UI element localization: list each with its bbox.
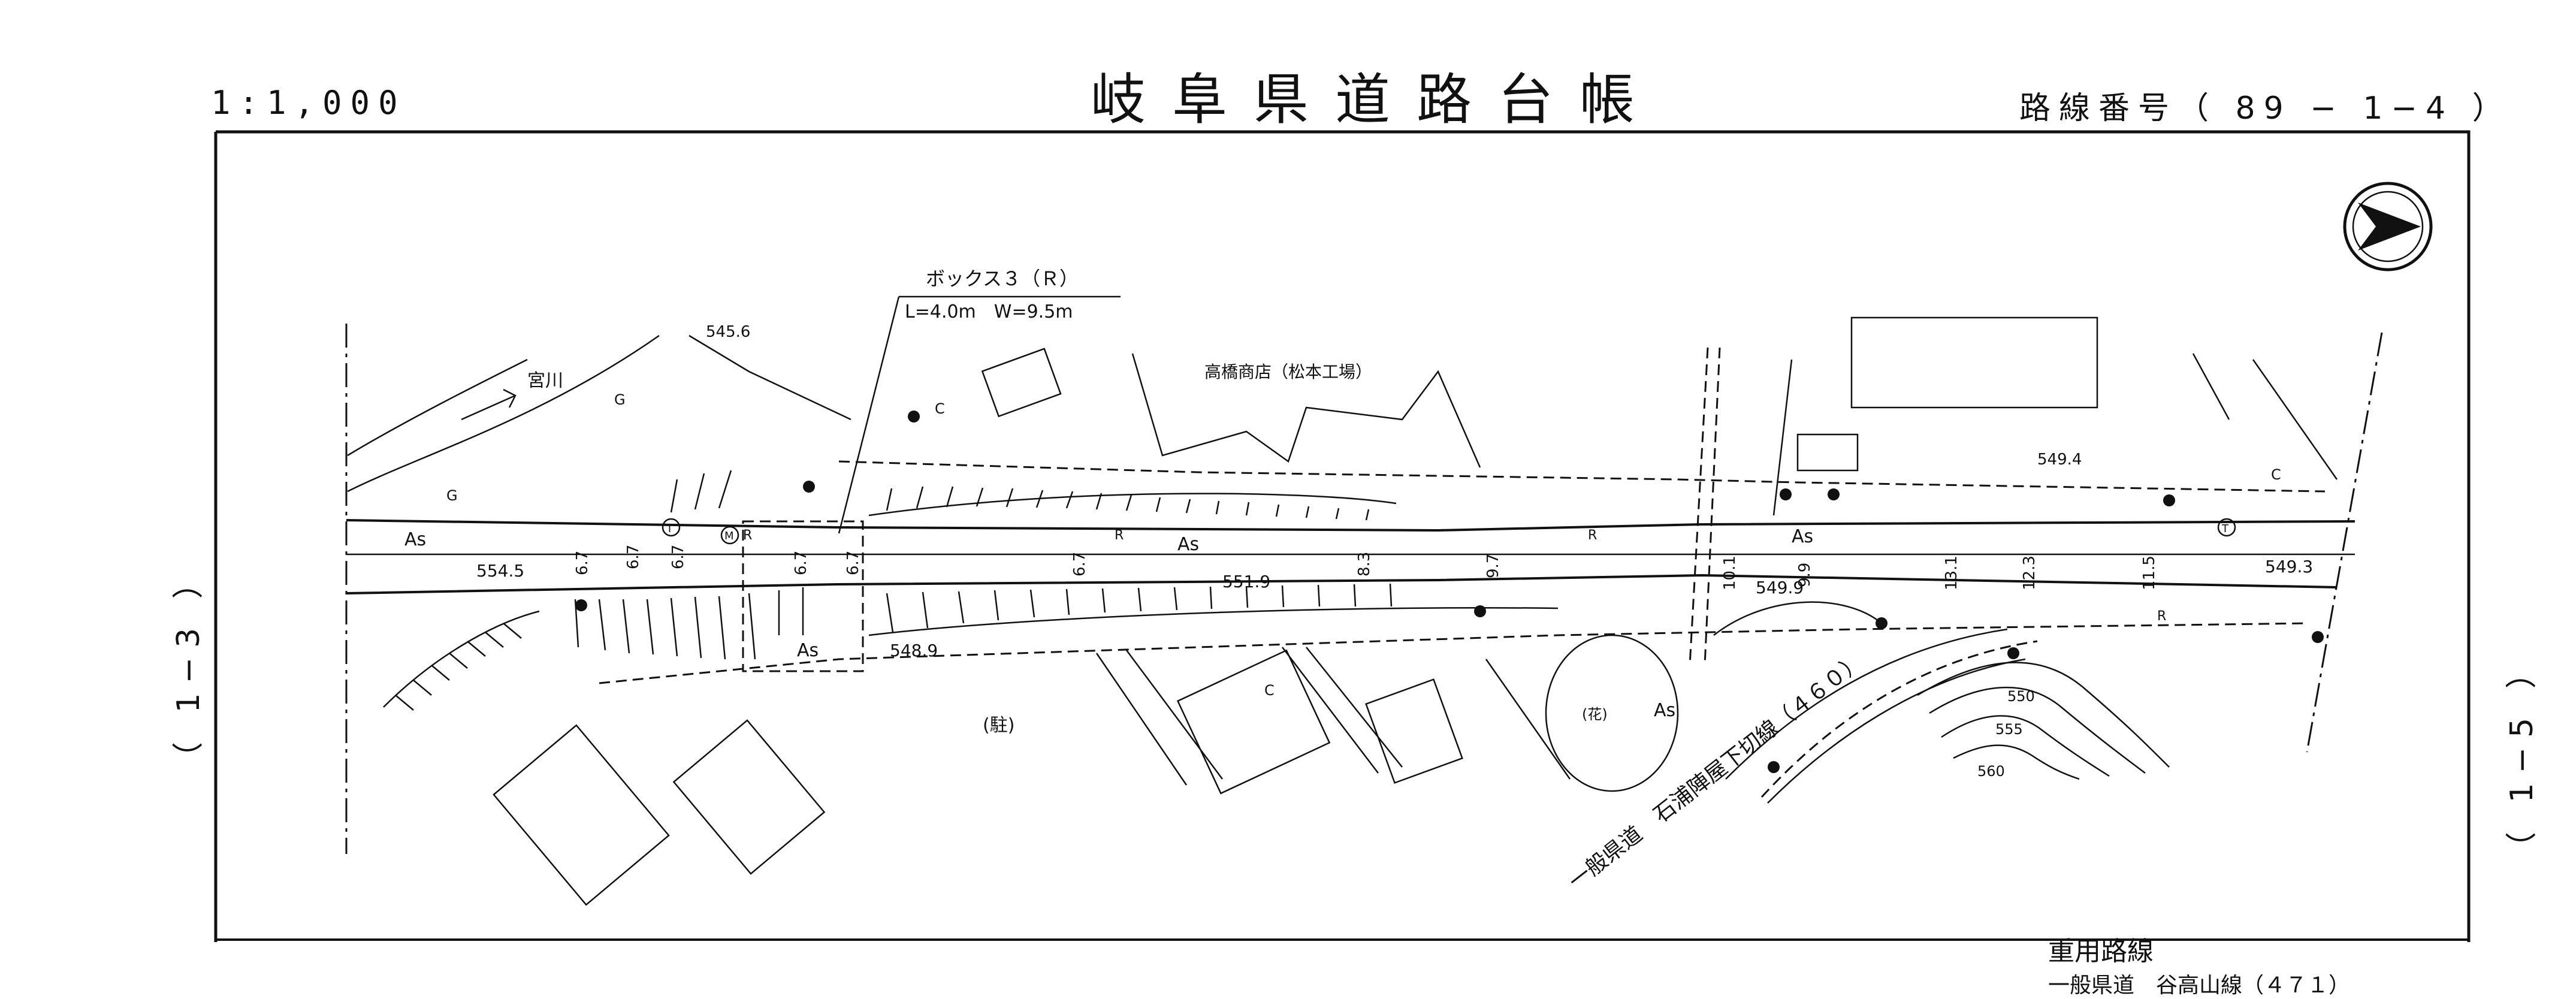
branch-route-label: 一般県道 石浦陣屋下切線（４６０） bbox=[1564, 649, 1868, 894]
utility-poles bbox=[575, 411, 2324, 773]
branch-road-edge-1 bbox=[1725, 628, 2008, 780]
map-frame bbox=[214, 130, 2471, 942]
contours bbox=[1917, 662, 2170, 780]
width-label: 6.7 bbox=[792, 551, 810, 575]
north-arrow-icon bbox=[2343, 182, 2433, 271]
building-ne bbox=[1850, 316, 2098, 409]
end-boundary bbox=[2306, 332, 2383, 753]
asphalt-label: As bbox=[1654, 700, 1675, 721]
river-label: 宮川 bbox=[527, 370, 563, 391]
curve-mark: R bbox=[743, 528, 752, 543]
asphalt-label: As bbox=[404, 529, 426, 550]
overlap-route-detail: 一般県道 谷高山線（４７１） bbox=[2047, 973, 2350, 998]
concrete-mark: C bbox=[935, 400, 945, 417]
road-edge-south bbox=[346, 574, 2338, 594]
branch-boundary bbox=[1760, 640, 2038, 798]
width-label: 13.1 bbox=[1943, 556, 1961, 590]
culvert-right bbox=[1689, 347, 1721, 666]
telephone-pole-icon: T bbox=[2217, 518, 2236, 537]
width-label: 11.5 bbox=[2140, 556, 2158, 590]
river-bank bbox=[347, 334, 851, 493]
elevation: 554.5 bbox=[476, 561, 524, 581]
contour-label: 560 bbox=[1977, 763, 2005, 780]
route-number: 路線番号（ 89 − 1−4 ） bbox=[2019, 90, 2512, 126]
elevation: 545.6 bbox=[706, 323, 750, 341]
page-title: 岐阜県道路台帳 bbox=[1091, 68, 1662, 132]
ground-label: G bbox=[614, 391, 626, 408]
slope-hatch-box bbox=[574, 470, 804, 660]
building-sw-1 bbox=[493, 724, 670, 906]
contour-label: 550 bbox=[2007, 688, 2035, 705]
width-label: 9.9 bbox=[1796, 563, 1814, 587]
elevation: 549.4 bbox=[2037, 451, 2082, 469]
elevation: 549.9 bbox=[1756, 578, 1804, 597]
small-building-n bbox=[981, 348, 1062, 418]
svg-text:M: M bbox=[724, 530, 734, 542]
building-s-1 bbox=[1176, 649, 1331, 795]
parking-label: (駐) bbox=[983, 715, 1014, 736]
telephone-pole-icon: T bbox=[662, 518, 681, 537]
branch-road-edge-2 bbox=[1767, 658, 2026, 804]
manhole-icon: M bbox=[720, 526, 739, 545]
road-boundary-south bbox=[599, 622, 2308, 684]
asphalt-label: As bbox=[797, 640, 819, 661]
concrete-mark: C bbox=[1264, 682, 1275, 699]
parcel-lines-s bbox=[1095, 647, 1571, 786]
road-edge-north bbox=[346, 519, 2355, 532]
width-label: 10.1 bbox=[1721, 556, 1739, 590]
svg-text:T: T bbox=[2221, 523, 2229, 535]
width-label: 6.7 bbox=[844, 551, 862, 575]
width-label: 6.7 bbox=[573, 551, 591, 575]
width-label: 6.7 bbox=[669, 545, 687, 569]
box-leader bbox=[838, 296, 900, 534]
asphalt-label: As bbox=[1792, 526, 1813, 547]
width-label: 12.3 bbox=[2021, 556, 2039, 590]
shop-outline bbox=[1131, 353, 1481, 468]
elevation: 548.9 bbox=[890, 641, 938, 660]
scale-label: 1:1,000 bbox=[211, 84, 406, 122]
box-dims: L=4.0m W=9.5m bbox=[905, 301, 1073, 322]
ground-label: G bbox=[446, 487, 458, 504]
building-s-2 bbox=[1365, 678, 1463, 784]
width-label: 8.3 bbox=[1355, 552, 1373, 577]
road-boundary-north bbox=[838, 460, 2326, 493]
curve-mark: R bbox=[1115, 528, 1124, 543]
flower-label: (花) bbox=[1582, 706, 1608, 723]
river-arrow bbox=[461, 388, 517, 421]
asphalt-label: As bbox=[1177, 534, 1199, 555]
fence-ne bbox=[1772, 353, 2338, 516]
contour-label: 555 bbox=[1995, 721, 2023, 738]
svg-text:T: T bbox=[666, 523, 674, 535]
slope-river-left bbox=[383, 610, 540, 708]
curve-mark: R bbox=[2157, 609, 2166, 624]
width-label: 6.7 bbox=[624, 545, 642, 569]
slope-south bbox=[868, 606, 1559, 636]
slope-hatch-south bbox=[886, 583, 1393, 633]
elevation: 549.3 bbox=[2265, 557, 2313, 577]
building-sw-2 bbox=[672, 719, 826, 875]
road-ledger-map: 宮川 高橋商店（松本工場） (駐) (花) 一般県道 石浦陣屋下切線（４６０） … bbox=[214, 130, 2471, 942]
width-label: 9.7 bbox=[1484, 554, 1502, 578]
elevation: 551.9 bbox=[1222, 572, 1270, 591]
concrete-mark: C bbox=[2271, 466, 2281, 483]
curve-mark: R bbox=[1588, 528, 1597, 543]
box-culvert bbox=[742, 520, 864, 672]
slope-hatch-river bbox=[395, 623, 522, 711]
width-label: 6.7 bbox=[1071, 552, 1089, 577]
box-name: ボックス３（Ｒ） bbox=[926, 267, 1079, 290]
slope-hatch-north bbox=[886, 486, 1370, 521]
pocket-road bbox=[1713, 601, 1882, 636]
small-building-ne bbox=[1796, 433, 1859, 472]
slope-north bbox=[868, 493, 1397, 517]
flower-island bbox=[1545, 634, 1679, 792]
shop-label: 高橋商店（松本工場） bbox=[1204, 362, 1372, 382]
